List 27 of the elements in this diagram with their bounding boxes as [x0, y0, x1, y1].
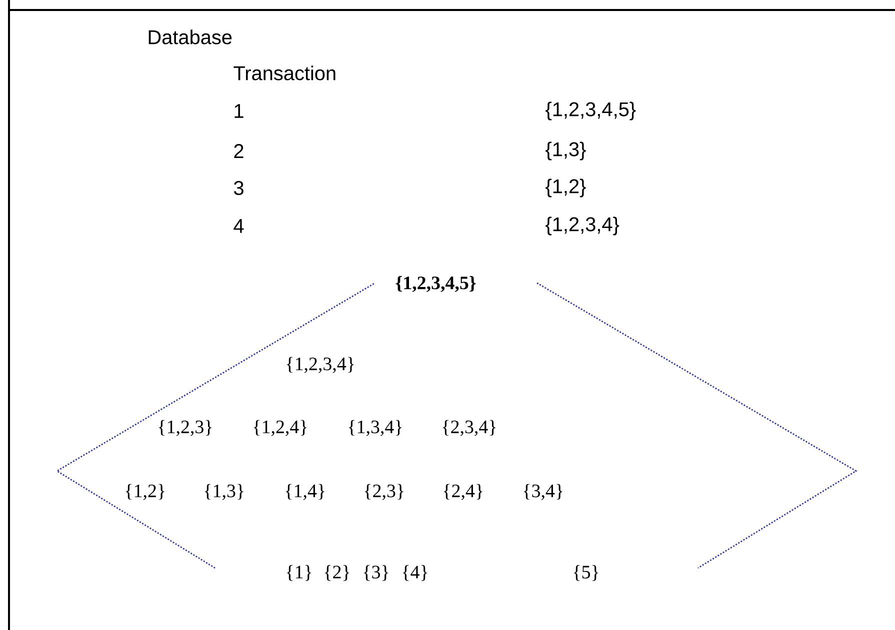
itemset-label: {1,3} [204, 484, 244, 500]
table-cell: {1,3} [546, 142, 586, 160]
itemset-label: {4} [402, 565, 428, 581]
column-header: Transaction [234, 66, 336, 80]
table-cell: 3 [234, 180, 244, 196]
itemset-label: {3,4} [524, 484, 562, 500]
table-title: Database [148, 30, 232, 44]
itemset-label: {1,2,3,4,5} [396, 276, 476, 292]
itemset-label: {1,2,3} [158, 420, 212, 436]
table-cell: 2 [234, 144, 244, 158]
itemset-label: {2,3,4} [442, 420, 496, 436]
itemset-label: {1,2} [126, 484, 164, 500]
itemset-label: {1} [286, 565, 312, 581]
itemset-label: {2} [324, 565, 350, 581]
table-cell: {1,2,3,4,5} [546, 102, 636, 120]
table-cell: 1 [234, 104, 244, 118]
itemset-label: {1,3,4} [348, 420, 402, 436]
table-cell: 4 [234, 219, 244, 233]
itemset-label: {2,4} [444, 484, 482, 500]
itemset-label: {1,4} [286, 484, 324, 500]
itemset-label: {5} [574, 565, 598, 581]
itemset-label: {3} [364, 565, 388, 581]
table-cell: {1,2,3,4} [546, 216, 620, 236]
itemset-label: {2,3} [364, 484, 404, 500]
table-cell: {1,2} [546, 178, 586, 198]
itemset-label: {1,2,4} [254, 420, 306, 436]
itemset-label: {1,2,3,4} [286, 356, 354, 373]
